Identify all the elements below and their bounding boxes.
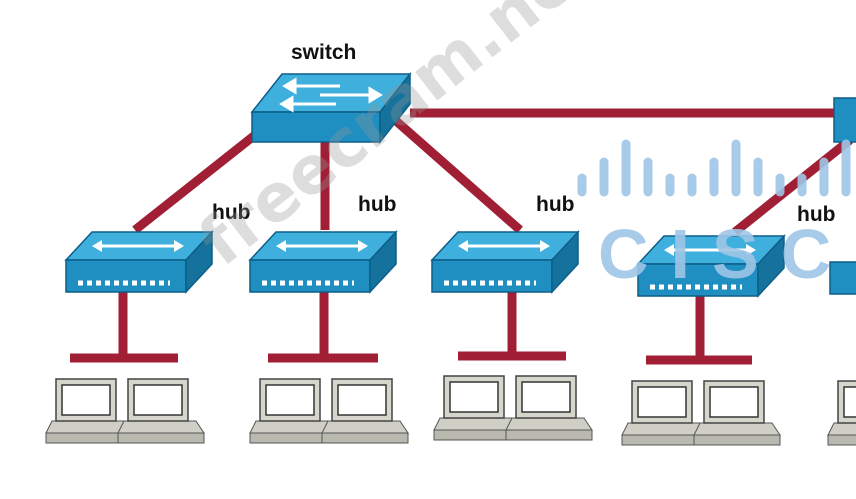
cable-lines: [70, 108, 856, 365]
pc-group-1: [45, 378, 205, 444]
hub-label-1: hub: [212, 201, 251, 224]
hub-label-4: hub: [797, 203, 836, 226]
pc-group-3: [433, 375, 593, 441]
hub-icon-4: [636, 234, 786, 298]
pc-group-2: [249, 378, 409, 444]
cisco-bars-icon: [577, 139, 851, 197]
hub-icon-5: [829, 261, 856, 295]
pc-group-5: [827, 380, 856, 446]
hub-icon-3: [430, 230, 580, 294]
computer-icon: [505, 375, 593, 441]
switch-icon: [250, 71, 412, 145]
pc-group-4: [621, 380, 781, 446]
hub-icon-2: [248, 230, 398, 294]
computer-icon: [693, 380, 781, 446]
cisco-logo-text: CISCO: [598, 215, 856, 293]
computer-icon: [321, 378, 409, 444]
hub-label-2: hub: [358, 193, 397, 216]
hub-label-3: hub: [536, 193, 575, 216]
switch-label: switch: [291, 41, 357, 64]
switch-icon-right: [833, 97, 856, 143]
computer-icon: [827, 380, 856, 446]
computer-icon: [117, 378, 205, 444]
hub-icon-1: [64, 230, 214, 294]
